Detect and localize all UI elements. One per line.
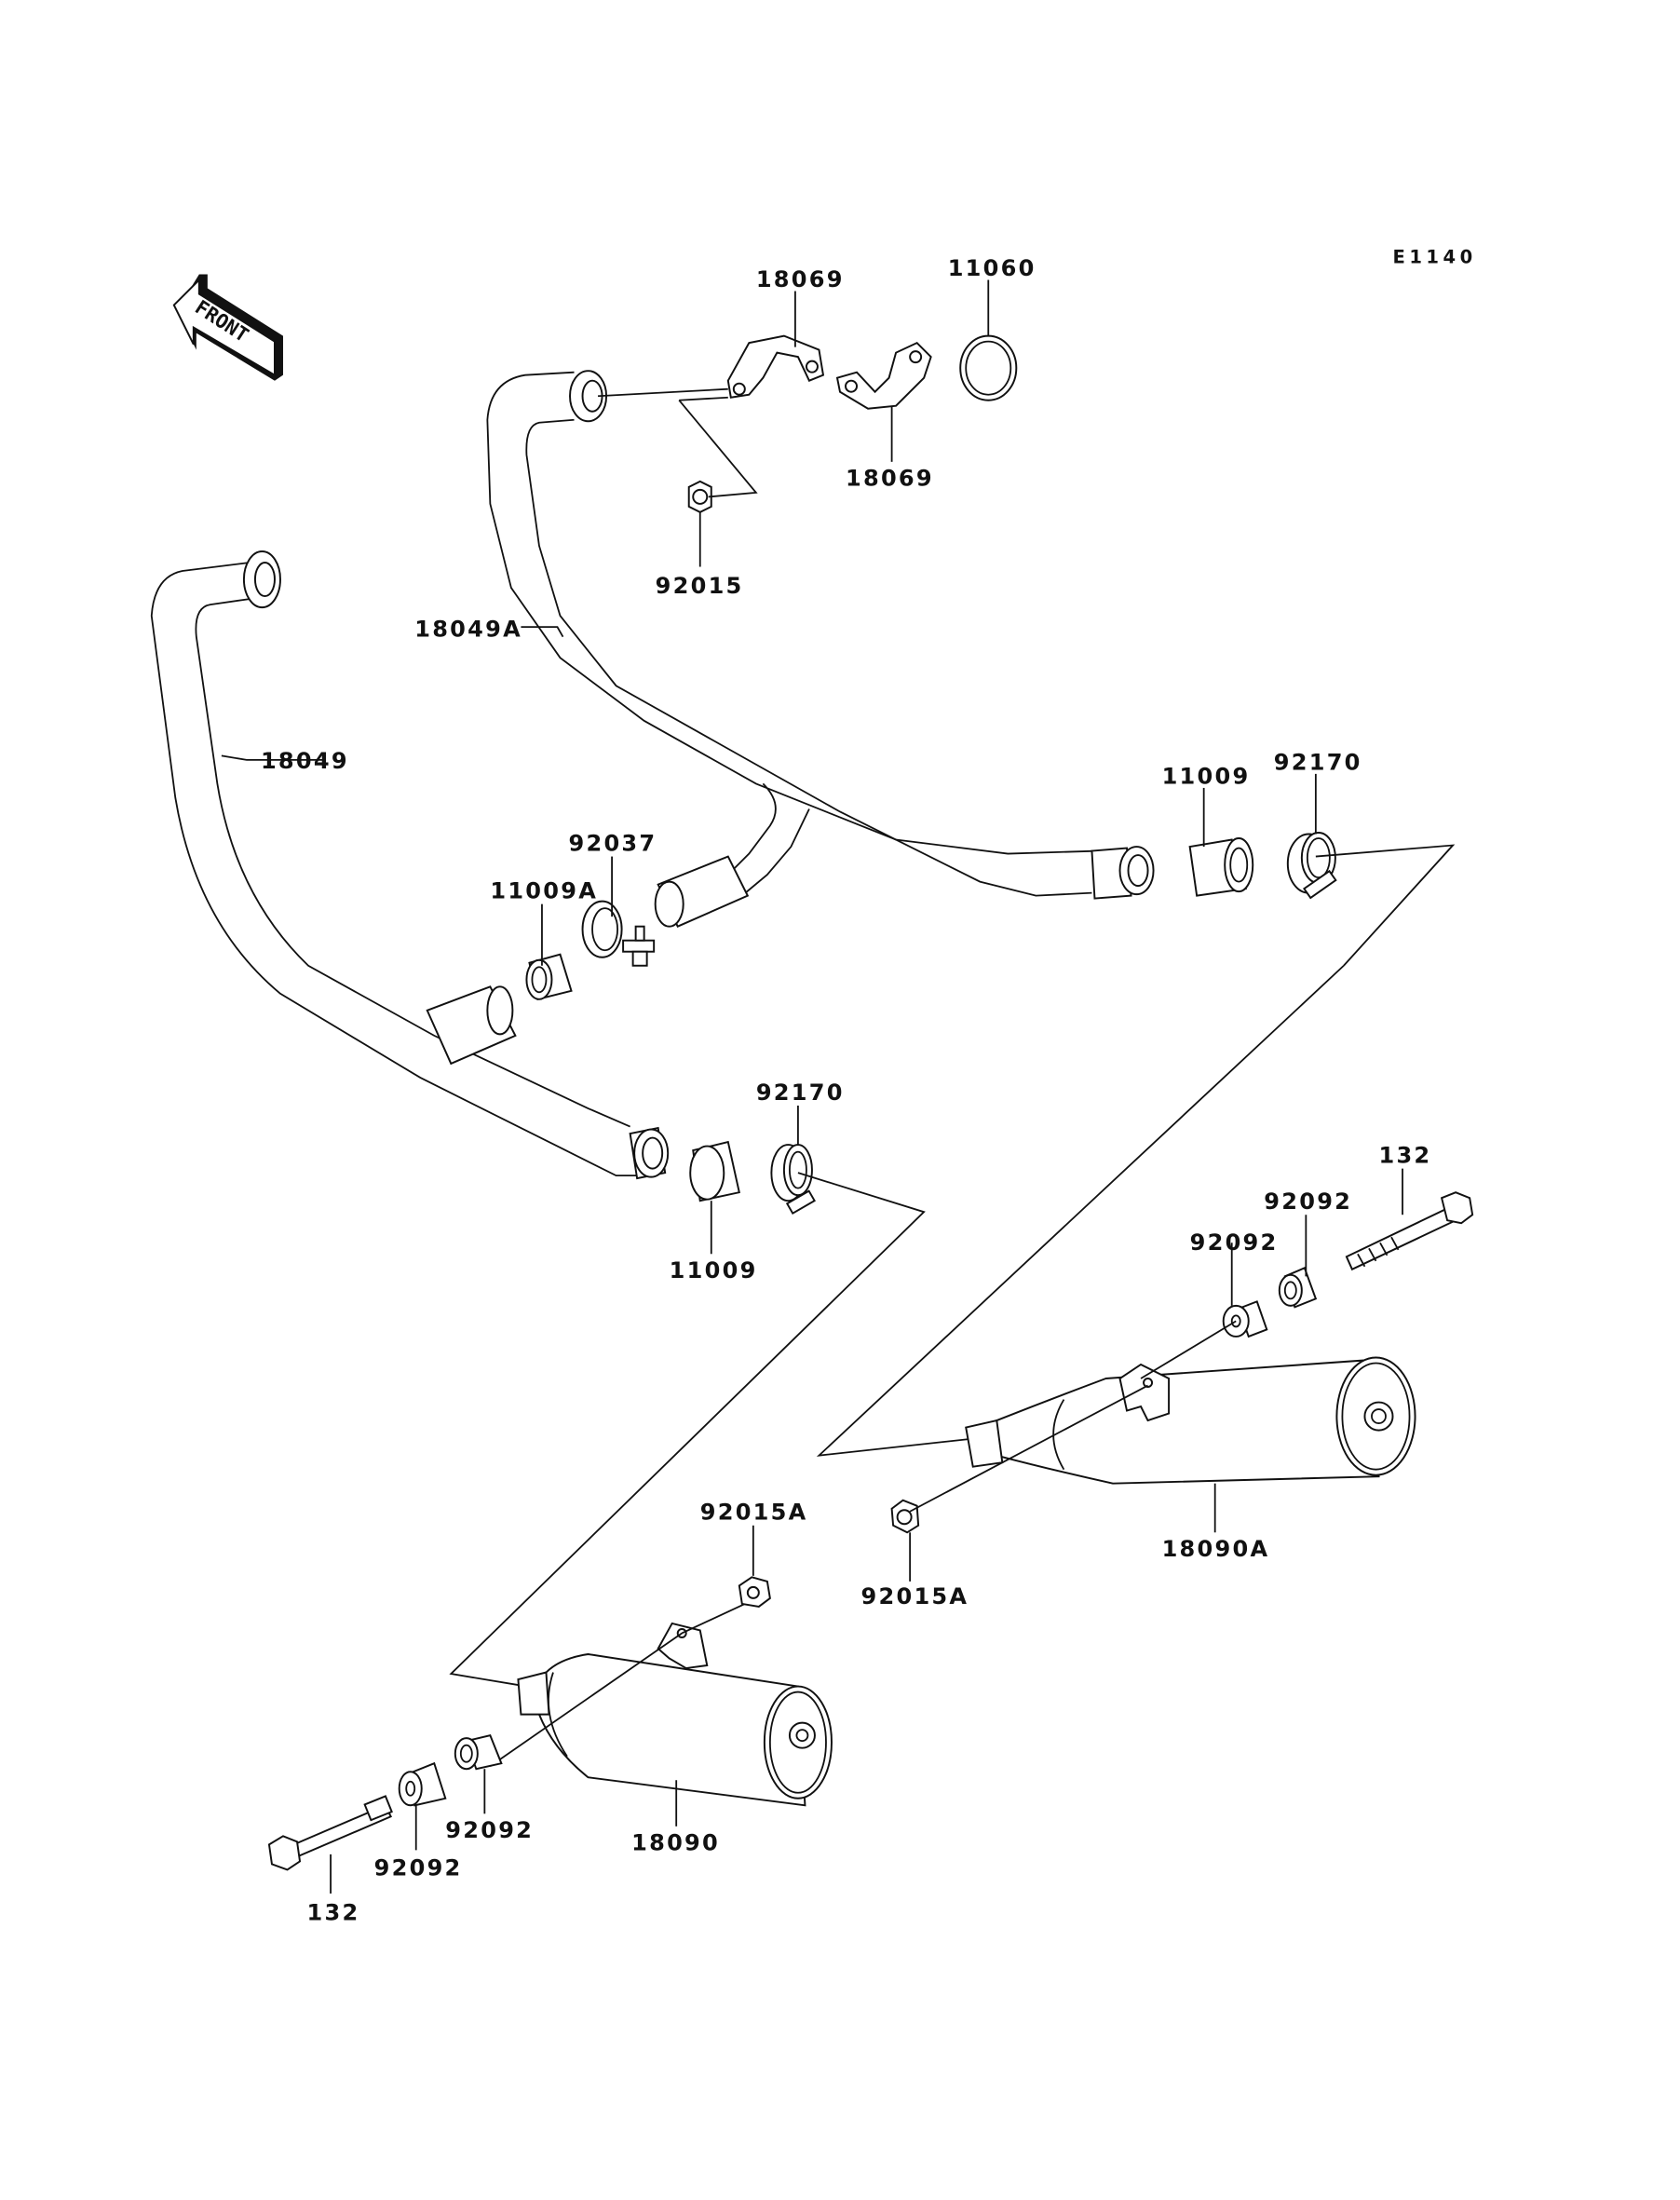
part-label[interactable]: 92015A [861, 1583, 969, 1609]
part-label[interactable]: 92170 [1274, 749, 1362, 775]
sleeve-11009-left[interactable] [689, 1140, 740, 1202]
sleeve-11009-right[interactable] [1188, 837, 1254, 897]
clamp-92170-left[interactable] [449, 1144, 926, 1686]
bolt-132-left[interactable] [267, 1795, 393, 1871]
clamp-18069-lower[interactable] [835, 341, 932, 410]
part-label[interactable]: 11009A [490, 878, 598, 904]
part-label[interactable]: 11060 [948, 255, 1036, 281]
gasket-11060[interactable] [959, 334, 1018, 401]
part-label[interactable]: 92015A [700, 1500, 808, 1526]
part-label[interactable]: 18069 [846, 465, 934, 491]
muffler-18090A[interactable] [965, 1356, 1416, 1485]
part-label[interactable]: 11009 [670, 1257, 758, 1283]
bushing-92092-right-inner[interactable] [1222, 1300, 1268, 1338]
front-arrow-icon: FRONT [172, 274, 283, 381]
leader-lines [221, 279, 1403, 1894]
bushing-92092-right-outer[interactable] [1278, 1267, 1318, 1309]
nut-92015[interactable] [687, 480, 712, 514]
part-label[interactable]: 92037 [569, 831, 657, 857]
part-label[interactable]: 92170 [756, 1080, 845, 1106]
part-label[interactable]: 18090A [1162, 1536, 1270, 1562]
nut-92015A-left[interactable] [738, 1576, 771, 1608]
clamp-92170-right[interactable] [1286, 832, 1456, 967]
part-label[interactable]: 92092 [445, 1817, 534, 1843]
part-label[interactable]: 132 [307, 1899, 360, 1925]
bushing-92092-left-inner[interactable] [454, 1734, 503, 1771]
bolt-132-right[interactable] [1345, 1191, 1474, 1271]
part-label[interactable]: 18049 [261, 748, 349, 774]
part-label[interactable]: 11009 [1162, 763, 1251, 789]
nut-92015A-right[interactable] [890, 1499, 920, 1534]
clamp-18069-upper[interactable] [726, 334, 825, 399]
part-label[interactable]: 18090 [631, 1829, 720, 1855]
muffler-18090[interactable] [517, 1622, 833, 1807]
bushing-92092-left-outer[interactable] [398, 1761, 447, 1807]
part-label[interactable]: 18069 [756, 266, 845, 292]
sleeve-11009A[interactable] [525, 953, 573, 1001]
part-label[interactable]: 92092 [1190, 1229, 1279, 1256]
clamp-92037[interactable] [581, 900, 656, 967]
diagram-code: E1140 [1393, 246, 1477, 267]
exhaust-pipe-18049[interactable] [150, 550, 670, 1180]
part-label[interactable]: 92092 [374, 1854, 463, 1881]
part-label[interactable]: 132 [1378, 1143, 1431, 1169]
part-label[interactable]: 18049A [414, 617, 522, 643]
exhaust-pipe-18049A[interactable] [486, 370, 1155, 928]
part-label[interactable]: 92092 [1264, 1188, 1352, 1215]
part-label[interactable]: 92015 [656, 573, 744, 599]
